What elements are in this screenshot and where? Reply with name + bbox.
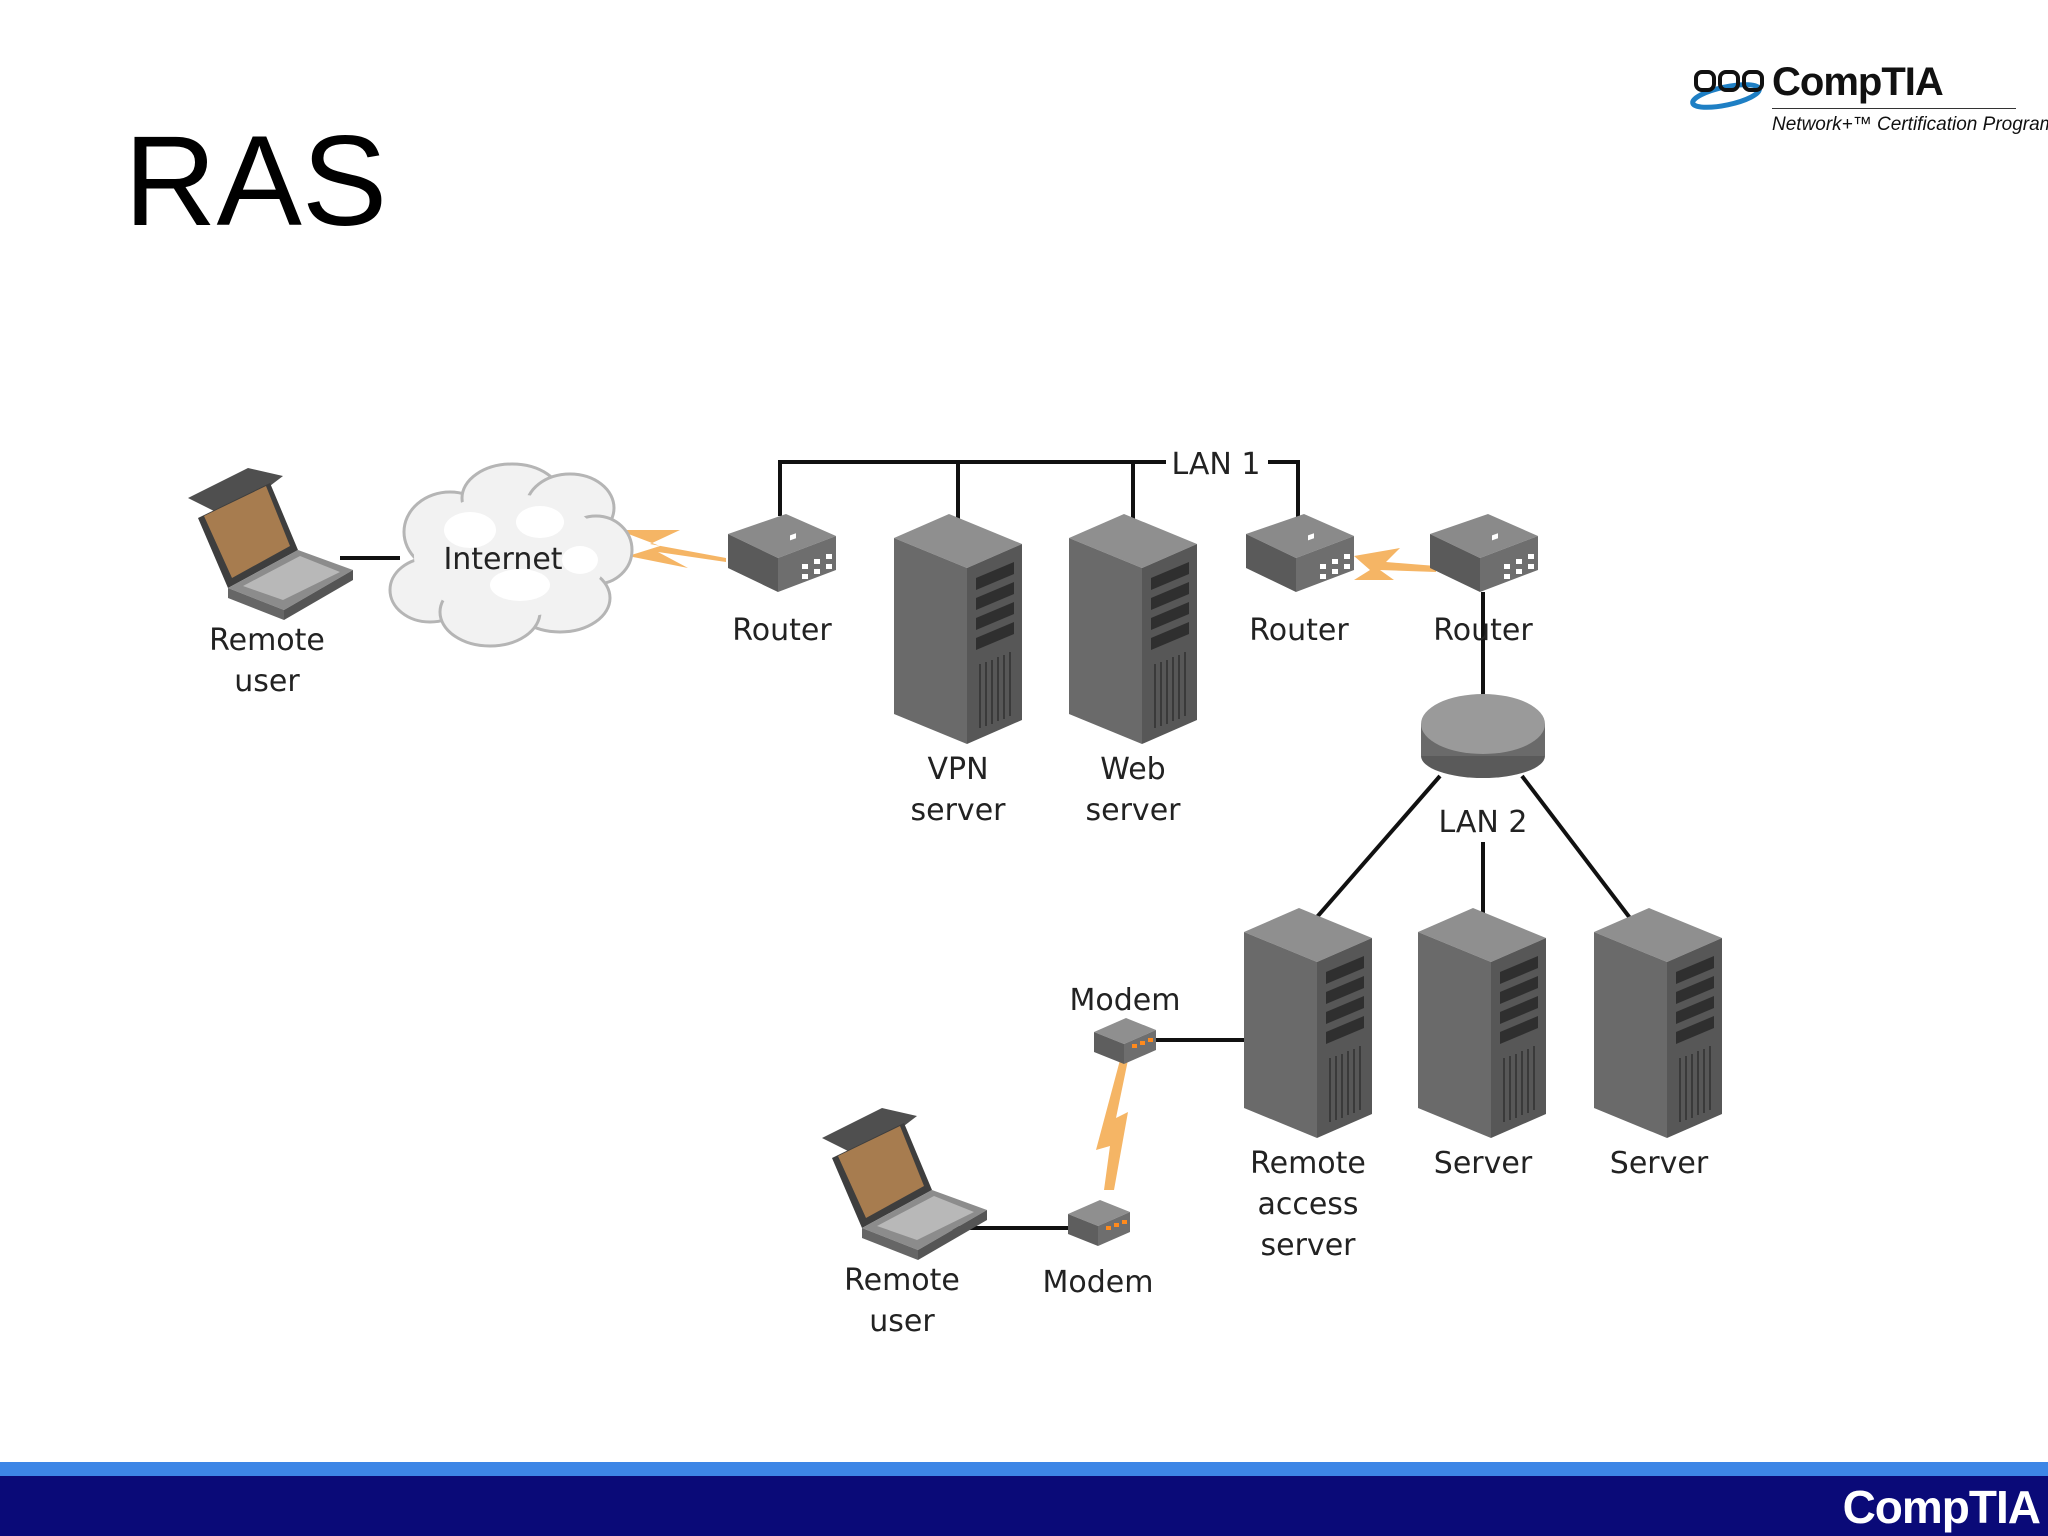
remote-user-label: Remote (844, 1263, 960, 1298)
modem-icon (1094, 1018, 1156, 1064)
footer-bar (0, 1476, 2048, 1536)
internet-cloud-icon (388, 462, 634, 648)
lan2-label: LAN 2 (1439, 805, 1528, 840)
web-server-label: server (1086, 793, 1182, 828)
server-icon (1593, 907, 1723, 1139)
logo-wordmark: CompTIA (1772, 60, 1944, 104)
router-icon (728, 514, 836, 592)
wireless-links (618, 530, 1436, 1190)
router-icon (1246, 514, 1354, 592)
router-label: Router (1433, 613, 1533, 648)
comptia-swoosh-icon (1690, 70, 1764, 110)
modem-label: Modem (1070, 983, 1181, 1018)
server-label: Server (1610, 1146, 1709, 1181)
vpn-server-label: server (911, 793, 1007, 828)
lan2-hub-icon (1421, 694, 1545, 778)
logo-rule (1772, 108, 2016, 109)
vpn-server-icon (893, 513, 1023, 745)
router-label: Router (732, 613, 832, 648)
server-label: Server (1434, 1146, 1533, 1181)
internet-router-lightning-icon (618, 530, 726, 568)
footer-accent-bar (0, 1462, 2048, 1476)
web-server-icon (1068, 513, 1198, 745)
vpn-server-label: VPN (927, 752, 988, 787)
comptia-logo: CompTIA Network+™ Certification Program (1686, 58, 2048, 142)
modem-icon (1068, 1200, 1130, 1246)
lan1-bus-left (778, 460, 1168, 516)
router-icon (1430, 514, 1538, 592)
footer-logo-wordmark: CompTIA (1842, 1481, 2041, 1533)
router-label: Router (1249, 613, 1349, 648)
connection-lines (340, 460, 1632, 1230)
remote-access-server-icon (1243, 907, 1373, 1139)
remote-access-server-label: access (1257, 1187, 1358, 1222)
modem-modem-lightning-icon (1096, 1060, 1128, 1190)
server-icon (1417, 907, 1547, 1139)
remote-access-server-label: server (1261, 1228, 1357, 1263)
lan1-label: LAN 1 (1172, 447, 1261, 482)
slide-title: RAS (124, 110, 388, 253)
router-router-lightning-icon (1354, 548, 1436, 580)
remote-user-label: Remote (209, 623, 325, 658)
web-server-label: Web (1100, 752, 1165, 787)
footer-logo: CompTIA (1720, 1476, 2041, 1536)
remote-user-label: user (234, 664, 300, 699)
laptop-icon (188, 468, 353, 620)
logo-tagline: Network+™ Certification Program (1772, 114, 2048, 135)
laptop-icon (822, 1108, 987, 1260)
internet-label: Internet (443, 542, 562, 577)
modem-label: Modem (1043, 1265, 1154, 1300)
remote-user-label: user (869, 1304, 935, 1339)
ras-network-diagram: Remote user Internet Router VPN server W… (188, 447, 1723, 1339)
remote-access-server-label: Remote (1250, 1146, 1366, 1181)
lan1-bus-right (1268, 460, 1300, 520)
